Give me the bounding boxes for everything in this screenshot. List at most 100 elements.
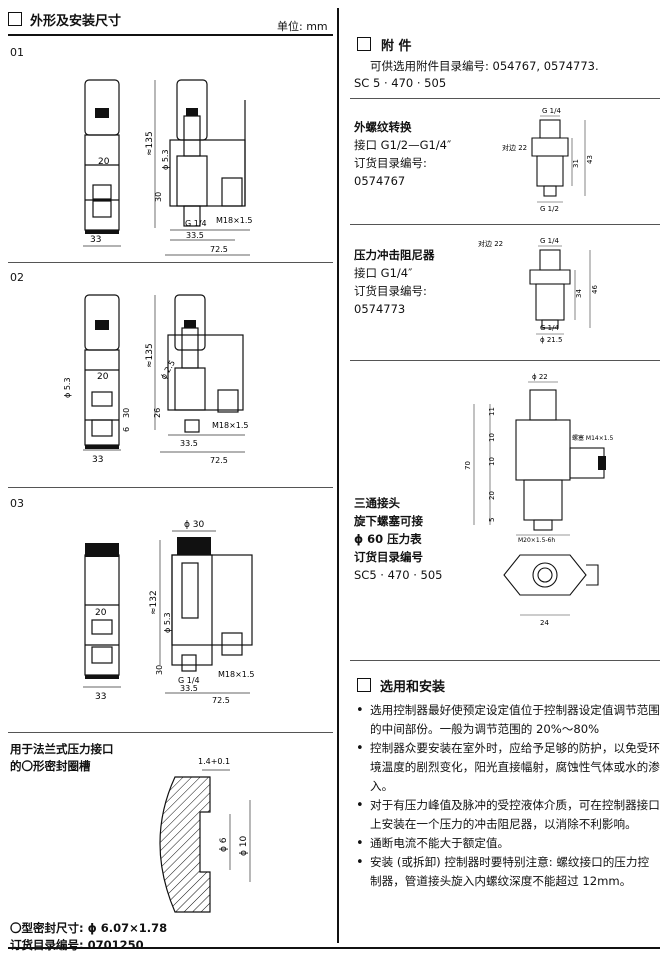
column-divider [337, 8, 339, 943]
flange-dim-d1: ϕ 6 [219, 837, 229, 852]
section-checkbox-icon [8, 12, 22, 26]
dim-d4: 33.5 [180, 684, 198, 693]
dim-top: ϕ 30 [184, 520, 205, 530]
dim-height: ≈135 [145, 131, 155, 156]
item3-dim-j: 24 [540, 619, 549, 627]
flange-dim-d2: ϕ 10 [239, 835, 249, 856]
divider-03 [8, 732, 333, 733]
flange-title-2: 的〇形密封圈槽 [10, 759, 91, 773]
dim-m: M18×1.5 [212, 421, 249, 430]
seal-size-text: 〇型密封尺寸: ϕ 6.07×1.78 [10, 921, 168, 935]
item3-dim-f: 5 [488, 518, 496, 522]
section-title-dimensions: 外形及安装尺寸 [30, 14, 122, 29]
drawing-flange-groove: 1.4+0.1 ϕ 6 ϕ 10 [159, 757, 251, 913]
usage-bullet-1: 选用控制器最好使预定设定值位于控制器设定值调节范围的中间部份。一般为调节范围的 … [354, 701, 660, 739]
dim-d1: 20 [95, 608, 107, 618]
drawing-variant-02: 20 ϕ 5.3 30 6 33 ≈135 ϕ 2.5 26 M18×1.5 3… [63, 294, 249, 465]
usage-bullet-5: 安装 (或拆卸) 控制器时要特别注意: 螺纹接口的压力控制器，管道接头旋入内螺纹… [354, 853, 660, 891]
item3-dim-i: M20×1.5-6h [518, 537, 555, 544]
item3-line2: 旋下螺塞可接 [354, 514, 423, 528]
divider-02 [8, 487, 333, 488]
accessories-divider [350, 98, 660, 99]
flange-dim-top: 1.4+0.1 [198, 757, 230, 766]
dim-width: 33 [95, 692, 106, 702]
item3-line3: ϕ 60 压力表 [354, 532, 422, 546]
accessories-line-2: SC 5 · 470 · 505 [354, 76, 447, 90]
item1-divider [350, 224, 660, 225]
item3-dim-c: 10 [488, 433, 496, 442]
drawing-item1-adapter: G 1/4 对边 22 31 43 G 1/2 [502, 107, 594, 213]
dim-thread: G 1/4 [178, 676, 200, 685]
dim-d4: 26 [153, 408, 162, 418]
item2-line2: 接口 G1/4″ [354, 266, 413, 280]
item2-dim-c: ϕ 21.5 [540, 336, 562, 344]
dim-d3: 6 [122, 427, 131, 432]
dim-m: M18×1.5 [218, 670, 255, 679]
item3-name: 三通接头 [354, 496, 400, 510]
item2-line3: 订货目录编号: [354, 284, 427, 298]
dim-d5: ϕ 5.3 [63, 377, 72, 398]
item2-dim-a: 34 [575, 289, 583, 298]
dim-d7: 33.5 [180, 439, 198, 448]
item1-dim-bottom: G 1/2 [540, 205, 559, 213]
accessories-line-1: 可供选用附件目录编号: 054767, 0574773. [370, 59, 599, 73]
item3-dim-e: 20 [488, 491, 496, 500]
drawing-item3-tee: ϕ 22 11 10 10 20 5 70 螺塞 M14×1.5 M20×1.5… [464, 373, 613, 627]
item1-dim-a: 31 [572, 159, 580, 168]
dim-d4: 33.5 [186, 231, 204, 240]
drawing-item2-damper: G 1/4 对边 22 34 46 G 1/4 ϕ 21.5 [478, 237, 599, 344]
item2-dim-bottom: G 1/4 [540, 324, 559, 332]
drawing-variant-03: ϕ 30 ≈132 ϕ 5.3 20 30 33 G 1/4 M18×1.5 3… [83, 520, 255, 705]
item3-dim-b: 11 [488, 407, 496, 416]
item1-dim-across: 对边 22 [502, 143, 527, 152]
usage-checkbox-icon [357, 678, 371, 692]
usage-bullet-2: 控制器众要安装在室外时，应给予足够的防护，以免受环境温度的剧烈变化，阳光直接幅射… [354, 739, 660, 796]
variant-label-02: 02 [10, 271, 24, 284]
item1-dim-b: 43 [586, 155, 594, 164]
item2-dim-b: 46 [591, 285, 599, 294]
item2-dim-across: 对边 22 [478, 239, 503, 248]
usage-bullet-list: 选用控制器最好使预定设定值位于控制器设定值调节范围的中间部份。一般为调节范围的 … [354, 701, 660, 891]
dim-d6: ϕ 2.5 [159, 359, 177, 381]
dim-d1: 20 [97, 372, 109, 382]
unit-label: 单位: mm [277, 20, 328, 33]
dim-d3: ϕ 5.3 [163, 612, 172, 633]
accessories-checkbox-icon [357, 37, 371, 51]
dim-width: 33 [90, 235, 101, 245]
item3-dim-a: ϕ 22 [532, 373, 548, 381]
item1-line4: 0574767 [354, 174, 406, 188]
item3-dim-d: 10 [488, 457, 496, 466]
dim-d2: 30 [155, 665, 164, 675]
item2-name: 压力冲击阻尼器 [354, 248, 435, 262]
drawing-variant-01: 33 20 ≈135 ϕ 5.3 30 G 1/4 M18×1.5 33.5 7… [83, 79, 253, 256]
dim-total: 72.5 [212, 696, 230, 705]
header-rule [8, 34, 333, 36]
item2-line4: 0574773 [354, 302, 406, 316]
item3-divider [350, 660, 660, 661]
dim-d3: ϕ 5.3 [161, 149, 170, 170]
item1-name: 外螺纹转换 [354, 120, 412, 134]
dim-d1: 20 [98, 157, 110, 167]
footer-rule [8, 947, 660, 949]
dim-height: ≈132 [149, 590, 159, 615]
item2-divider [350, 360, 660, 361]
dim-thread: G 1/4 [185, 219, 207, 228]
variant-label-01: 01 [10, 46, 24, 59]
divider-01 [8, 262, 333, 263]
item3-dim-h: 螺塞 M14×1.5 [572, 434, 613, 442]
item1-line3: 订货目录编号: [354, 156, 427, 170]
accessories-title: 附 件 [381, 39, 412, 54]
dim-width: 33 [92, 455, 103, 465]
flange-title-1: 用于法兰式压力接口 [10, 742, 114, 756]
seal-order-number: 订货目录编号: 0701250 [10, 938, 144, 952]
item1-line2: 接口 G1/2—G1/4″ [354, 138, 452, 152]
variant-label-03: 03 [10, 497, 24, 510]
dim-total: 72.5 [210, 245, 228, 254]
item3-line4: 订货目录编号 [354, 550, 423, 564]
dim-m: M18×1.5 [216, 216, 253, 225]
item3-line5: SC5 · 470 · 505 [354, 568, 443, 582]
dim-total: 72.5 [210, 456, 228, 465]
usage-bullet-4: 通断电流不能大于额定值。 [354, 834, 660, 853]
item2-dim-top: G 1/4 [540, 237, 559, 245]
item1-dim-top: G 1/4 [542, 107, 561, 115]
